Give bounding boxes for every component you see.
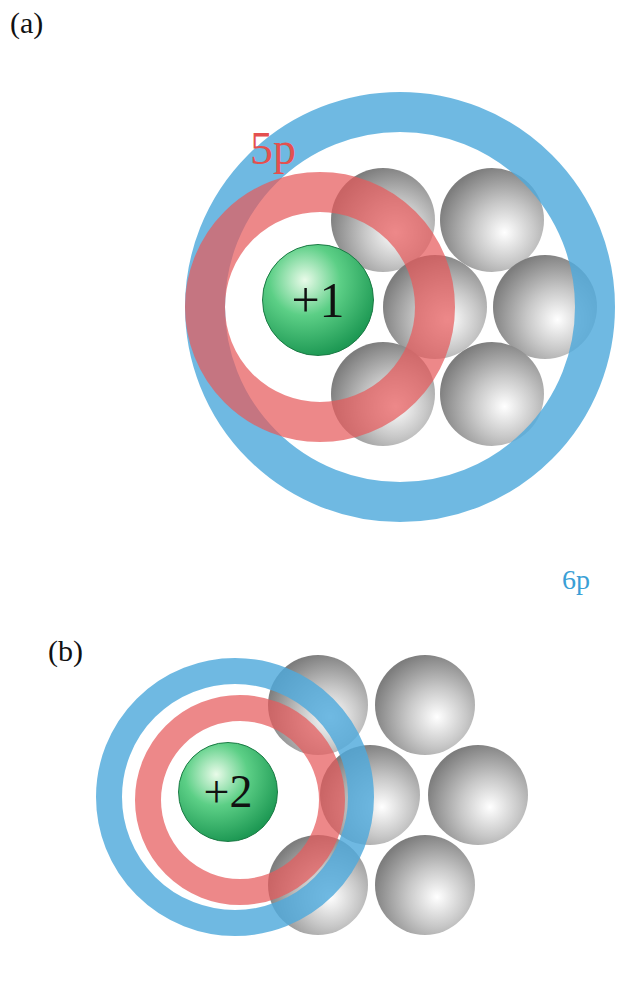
ion-core: +2	[178, 742, 278, 842]
ion-charge: +2	[204, 769, 253, 815]
orbital-label: 6p	[562, 566, 590, 594]
orbital-ring-5p	[148, 708, 332, 892]
ion-charge: +1	[291, 275, 344, 325]
orbital-ring-6p	[205, 112, 595, 502]
panel-label: (b)	[48, 636, 83, 666]
panel-label: (a)	[10, 8, 43, 38]
orbital-label: 5p	[250, 126, 296, 172]
orbital-ring-5p	[205, 192, 435, 422]
ion-core: +1	[262, 244, 374, 356]
orbital-ring-6p	[109, 671, 361, 923]
